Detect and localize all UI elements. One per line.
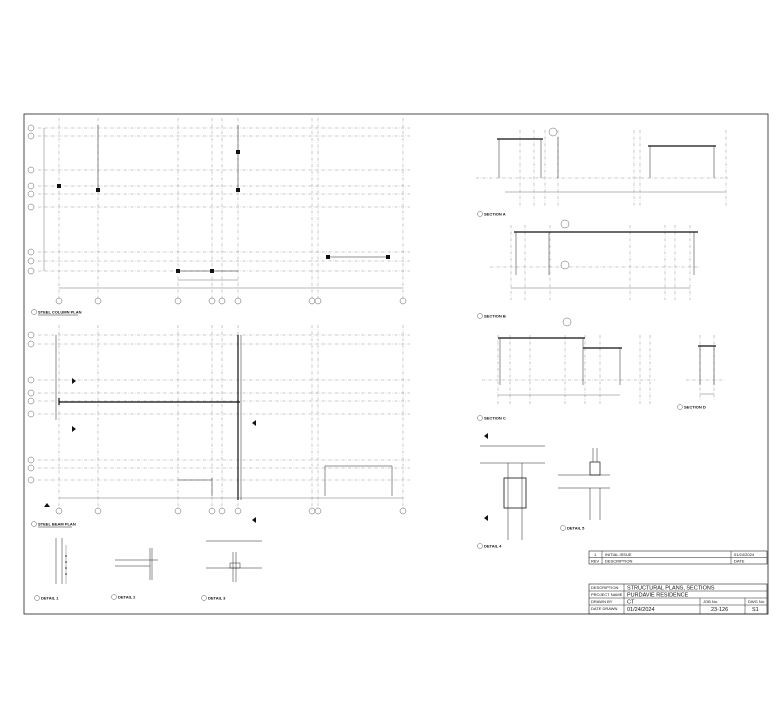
detail-2-title: DETAIL 2 bbox=[118, 595, 136, 600]
beam-plan-grid-bubbles bbox=[27, 331, 407, 515]
rev-date-header: DATE bbox=[734, 559, 745, 564]
rev-header: REV bbox=[591, 559, 600, 564]
detail-1: DETAIL 1 bbox=[34, 538, 67, 601]
section-b: SECTION B bbox=[477, 219, 700, 319]
job-value: 23-126 bbox=[711, 607, 728, 613]
detail-4: DETAIL 4 bbox=[477, 433, 545, 549]
date-label: DATE DRAWN bbox=[591, 606, 618, 611]
drawn-value: CT bbox=[627, 600, 635, 606]
detail-2: DETAIL 2 bbox=[111, 548, 158, 600]
rev-date: 01/24/2024 bbox=[734, 552, 755, 557]
section-c-title: SECTION C bbox=[484, 416, 506, 421]
drawn-label: DRAWN BY bbox=[591, 599, 613, 604]
beam-plan-vertical-grids bbox=[58, 325, 404, 508]
beam-plan-horizontal-grids bbox=[38, 334, 410, 481]
sheet-border bbox=[23, 113, 769, 615]
title-block: 1 INITIAL ISSUE 01/24/2024 REV DESCRIPTI… bbox=[588, 550, 768, 615]
column-plan-horizontal-grids bbox=[38, 127, 410, 272]
detail-1-title: DETAIL 1 bbox=[41, 596, 59, 601]
section-d: SECTION D bbox=[677, 335, 725, 410]
detail-5-title: DETAIL 5 bbox=[567, 526, 585, 531]
beam-plan-title: STEEL BEAM PLAN bbox=[38, 522, 76, 527]
detail-4-title: DETAIL 4 bbox=[484, 544, 502, 549]
detail-3-title: DETAIL 3 bbox=[208, 596, 226, 601]
detail-3: DETAIL 3 bbox=[201, 540, 262, 601]
section-b-title: SECTION B bbox=[484, 314, 506, 319]
rev-desc-header: DESCRIPTION bbox=[605, 559, 632, 564]
column-plan-grid-bubbles bbox=[27, 124, 407, 305]
section-a: SECTION A bbox=[476, 127, 728, 217]
project-label: PROJECT NAME bbox=[591, 592, 623, 597]
steel-column-plan: STEEL COLUMN PLAN bbox=[27, 118, 410, 316]
job-label: JOB No. bbox=[703, 599, 718, 604]
column-plan-vertical-grids bbox=[58, 118, 404, 298]
project-value: PURDAVIE RESIDENCE bbox=[627, 593, 689, 599]
section-d-title: SECTION D bbox=[684, 405, 706, 410]
detail-5: DETAIL 5 bbox=[558, 448, 610, 531]
section-a-title: SECTION A bbox=[484, 212, 506, 217]
dwg-label: DWG No. bbox=[748, 599, 765, 604]
rev-number: 1 bbox=[594, 552, 597, 557]
description-value: STRUCTURAL PLANS, SECTIONS bbox=[627, 586, 715, 592]
date-value: 01/24/2024 bbox=[627, 607, 655, 613]
steel-beam-plan: STEEL BEAM PLAN bbox=[27, 325, 410, 528]
section-c: SECTION C bbox=[477, 317, 655, 421]
dwg-value: S1 bbox=[752, 607, 759, 613]
description-label: DESCRIPTION bbox=[591, 585, 618, 590]
rev-description: INITIAL ISSUE bbox=[605, 552, 632, 557]
column-plan-title: STEEL COLUMN PLAN bbox=[38, 310, 82, 315]
